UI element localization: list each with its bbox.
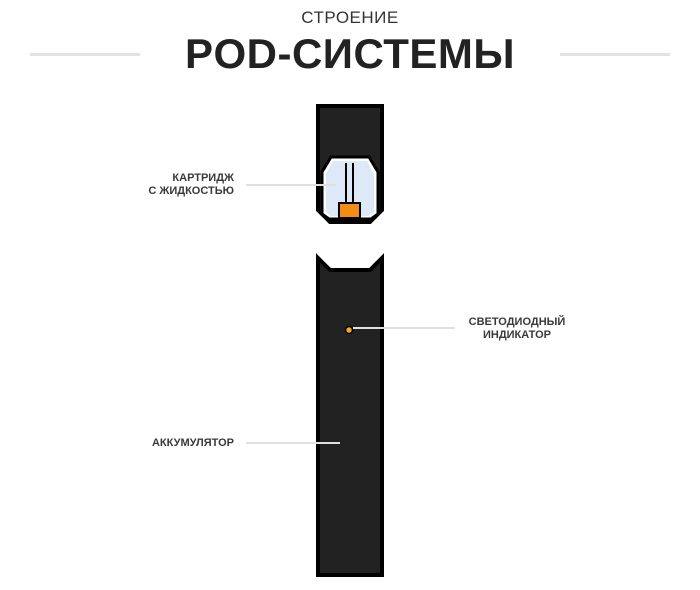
page-title: POD-СИСТЕМЫ	[184, 30, 516, 77]
label-battery: АККУМУЛЯТОР	[110, 437, 234, 450]
label-led: СВЕТОДИОДНЫЙ ИНДИКАТОР	[455, 316, 579, 342]
label-cartridge-line2: С ЖИДКОСТЬЮ	[148, 185, 234, 197]
led-indicator	[344, 325, 354, 335]
label-cartridge-line1: КАРТРИДЖ	[172, 172, 234, 184]
cartridge	[316, 104, 384, 224]
decorative-rule-left	[30, 53, 140, 56]
label-cartridge: КАРТРИДЖ С ЖИДКОСТЬЮ	[110, 172, 234, 198]
label-led-line1: СВЕТОДИОДНЫЙ	[468, 316, 566, 328]
label-battery-text: АККУМУЛЯТОР	[151, 437, 234, 449]
battery	[316, 253, 384, 577]
label-led-line2: ИНДИКАТОР	[482, 329, 552, 341]
wick-coil	[338, 202, 361, 219]
page-subtitle: СТРОЕНИЕ	[301, 8, 399, 27]
header: СТРОЕНИЕ POD-СИСТЕМЫ	[0, 0, 700, 90]
decorative-rule-right	[560, 53, 670, 56]
battery-body	[316, 253, 384, 577]
